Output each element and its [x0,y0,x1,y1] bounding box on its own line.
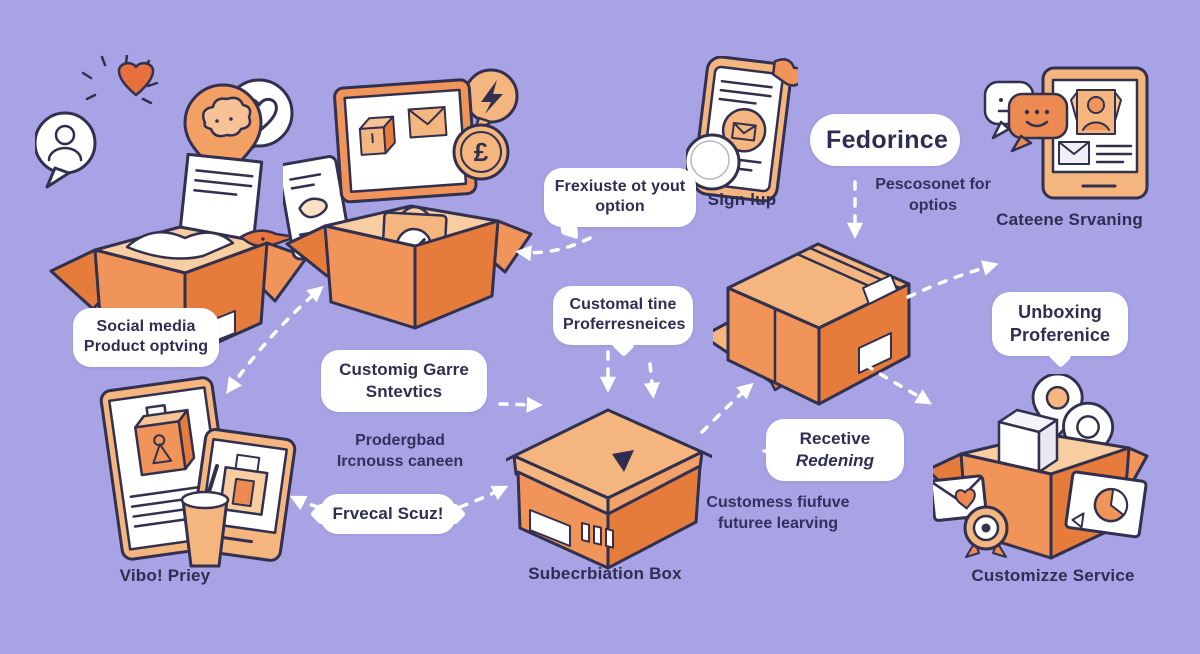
feedback-tablet-illustration [983,66,1151,204]
label-line: Proferenice [1009,325,1111,346]
label-customal: Customal tine Proferresneices [553,286,693,345]
label-line: Sntevtics [365,381,443,401]
label-line: Recetive [799,429,871,448]
label-frvecal: Frvecal Scuz! [320,494,456,534]
box-body [516,464,702,570]
label-fedorince: Fedorince [810,114,960,166]
tape-label [862,274,898,305]
curation-screen-box-illustration: £ [283,64,533,336]
barcode-icon [581,521,614,549]
open-box [285,204,533,330]
note-customess: Customess fiufuve futuree learving [695,492,861,534]
lid-notch [612,450,634,472]
label-social-media: Social media Product optving [73,308,219,367]
box-lid [506,408,712,518]
avatar-icon [1070,89,1122,135]
label-line: Customig Garre [339,360,469,379]
subscription-box-illustration [506,398,712,570]
closed-shipping-box-illustration [713,226,925,410]
monitor-screen [333,78,478,204]
caption-signup: Sign lup [707,190,777,209]
note-line: Prodergbad [355,432,445,449]
ribbon-icon [771,58,798,87]
label-line: Social media [96,318,196,335]
label-line: Proferresneices [563,316,686,334]
coin-icon [686,133,741,191]
envelope-icon [1058,141,1090,165]
label-line: Customal tine [569,296,677,313]
shipping-label [858,332,892,374]
white-package [997,408,1059,474]
address-label [529,509,571,547]
badge-icon [963,505,1009,558]
note-line: Customess fiufuve [706,494,850,511]
svg-text:£: £ [474,137,489,167]
caption-customizze: Customizze Service [971,566,1135,585]
pound-coin-icon: £ [452,123,510,181]
arrow-down-subbox [643,362,660,399]
person-bubble-icon [35,111,97,189]
label-frexiuste: Frexiuste ot yout option [544,168,696,227]
chat-bubbles-icon [983,80,1069,153]
label-line: Redening [795,450,875,470]
tissue-paper [125,231,235,260]
label-line: Unboxing [1018,302,1102,322]
caption-cateene: Cateene Srvaning [996,210,1143,229]
drink-cup-icon [180,464,230,568]
note-prodergbad: Prodergbad Ircnouss caneen [320,430,480,472]
heart-burst-icon [81,55,159,105]
closed-box [726,242,911,406]
arrow-frvecal-subbox [458,485,509,509]
label-line: Frexiuste ot yout [554,178,686,195]
shopping-bag-icon [133,403,196,477]
note-line: optios [909,197,957,215]
envelope-icon [721,108,767,153]
label-line: option [595,198,645,216]
pie-chart-card-icon [1064,470,1148,539]
caption-vibo: Vibo! Priey [119,566,211,585]
label-line: Product optving [83,338,209,356]
note-pescosonet: Pescosonet for optios [853,174,1013,216]
envelope-icon [407,106,448,139]
note-line: futuree learving [717,515,839,533]
label-unboxing: Unboxing Proferenice [992,292,1128,357]
customize-box-illustration [933,374,1151,568]
small-box-icon [358,115,396,156]
heart-envelope-icon [933,474,988,522]
note-line: Pescosonet for [875,176,991,193]
note-line: Ircnouss caneen [336,453,464,471]
right-tablet [189,428,297,562]
label-receive: Recetive Redening [766,419,904,481]
bag-icon [218,453,269,516]
signup-phone-illustration [686,56,798,208]
shopping-phones-illustration [93,372,305,574]
label-customig: Customig Garre Sntevtics [321,350,487,412]
social-media-box-illustration [35,55,325,363]
caption-subscription-box: Subecrbiation Box [528,564,682,583]
